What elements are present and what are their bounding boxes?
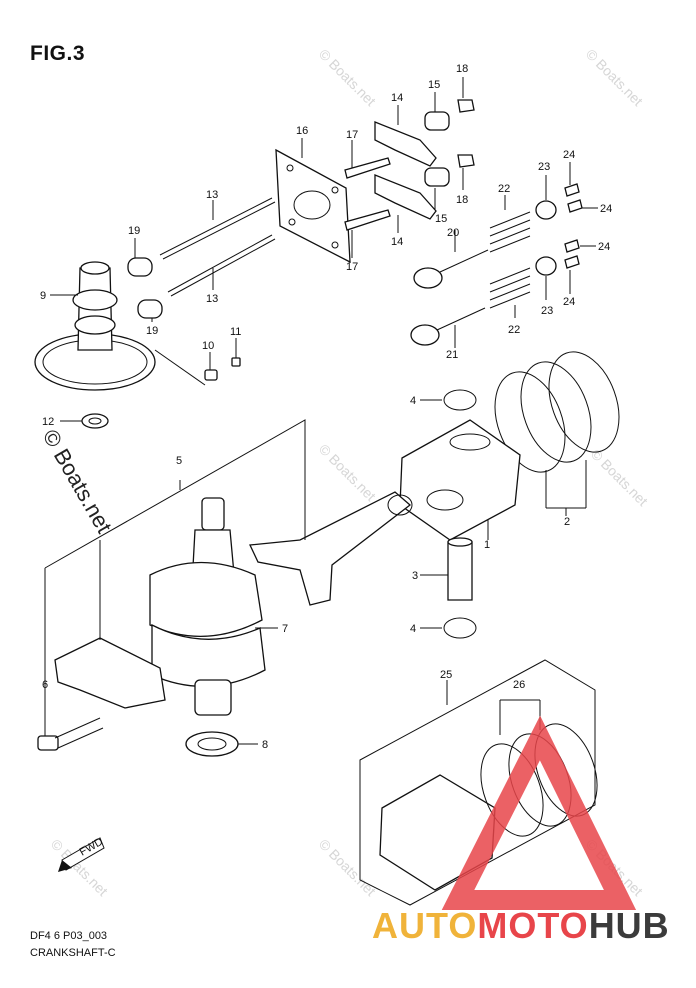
brand-part-auto: AUTO	[372, 905, 478, 946]
callout-17: 17	[346, 261, 358, 273]
callout-numbers: 1 2 3 4 4 5 6 7 8 9 10 11 12 13 13 14 14…	[40, 63, 612, 751]
brand-watermark: AUTOMOTOHUB	[372, 905, 670, 947]
brand-part-hub: HUB	[588, 905, 670, 946]
thrust-washer	[185, 731, 239, 757]
callout-24: 24	[563, 296, 575, 308]
callout-18: 18	[456, 63, 468, 75]
leader-lines	[44, 77, 598, 745]
callout-13: 13	[206, 189, 218, 201]
callout-4: 4	[410, 623, 416, 635]
watermark-text-dark: © Boats.net	[38, 425, 117, 537]
callout-21: 21	[446, 349, 458, 361]
callout-25: 25	[440, 669, 452, 681]
callout-14: 14	[391, 236, 403, 248]
callout-8: 8	[262, 739, 268, 751]
group-brackets	[44, 419, 596, 906]
figure-code: DF4 6 P03_003	[30, 930, 108, 942]
connecting-rod	[249, 491, 413, 606]
callout-24: 24	[598, 241, 610, 253]
watermark-text: © Boats.net	[316, 46, 379, 109]
callout-13: 13	[206, 293, 218, 305]
watermark-text: © Boats.net	[316, 836, 379, 899]
callout-1: 1	[484, 539, 490, 551]
small-fasteners	[81, 349, 241, 429]
callout-16: 16	[296, 125, 308, 137]
callout-4: 4	[410, 395, 416, 407]
valve-springs	[489, 183, 583, 309]
callout-9: 9	[40, 290, 46, 302]
callout-17: 17	[346, 129, 358, 141]
piston-pin	[443, 389, 477, 639]
callout-14: 14	[391, 92, 403, 104]
callout-19: 19	[128, 225, 140, 237]
callout-22: 22	[508, 324, 520, 336]
callout-5: 5	[176, 455, 182, 467]
callout-24: 24	[563, 149, 575, 161]
push-rods	[159, 197, 276, 297]
watermark-text: © Boats.net	[316, 441, 379, 504]
valve-lifters	[127, 257, 163, 319]
callout-24: 24	[600, 203, 612, 215]
callout-23: 23	[541, 305, 553, 317]
callout-15: 15	[435, 213, 447, 225]
callout-26: 26	[513, 679, 525, 691]
callout-10: 10	[202, 340, 214, 352]
brand-part-moto: MOTO	[477, 905, 589, 946]
callout-2: 2	[564, 516, 570, 528]
callout-15: 15	[428, 79, 440, 91]
rocker-arms	[344, 121, 437, 231]
piston-rings	[494, 351, 620, 509]
rocker-plate	[275, 148, 351, 264]
watermark-text: © Boats.net	[583, 46, 646, 109]
brand-logo-triangle	[441, 715, 637, 910]
rod-cap-and-bolt	[37, 637, 166, 751]
callout-3: 3	[412, 570, 418, 582]
callout-19: 19	[146, 325, 158, 337]
callout-20: 20	[447, 227, 459, 239]
callout-7: 7	[282, 623, 288, 635]
callout-23: 23	[538, 161, 550, 173]
callout-22: 22	[498, 183, 510, 195]
callout-12: 12	[42, 416, 54, 428]
figure-name: CRANKSHAFT-C	[30, 947, 116, 959]
crankshaft	[149, 497, 266, 716]
watermark-text: © Boats.net	[588, 446, 651, 509]
callout-6: 6	[42, 679, 48, 691]
callout-11: 11	[230, 326, 241, 338]
callout-18: 18	[456, 194, 468, 206]
camshaft-gear	[34, 261, 156, 391]
pivots-and-nuts	[424, 99, 475, 187]
valves	[410, 249, 489, 346]
figure-title: FIG.3	[30, 42, 86, 65]
